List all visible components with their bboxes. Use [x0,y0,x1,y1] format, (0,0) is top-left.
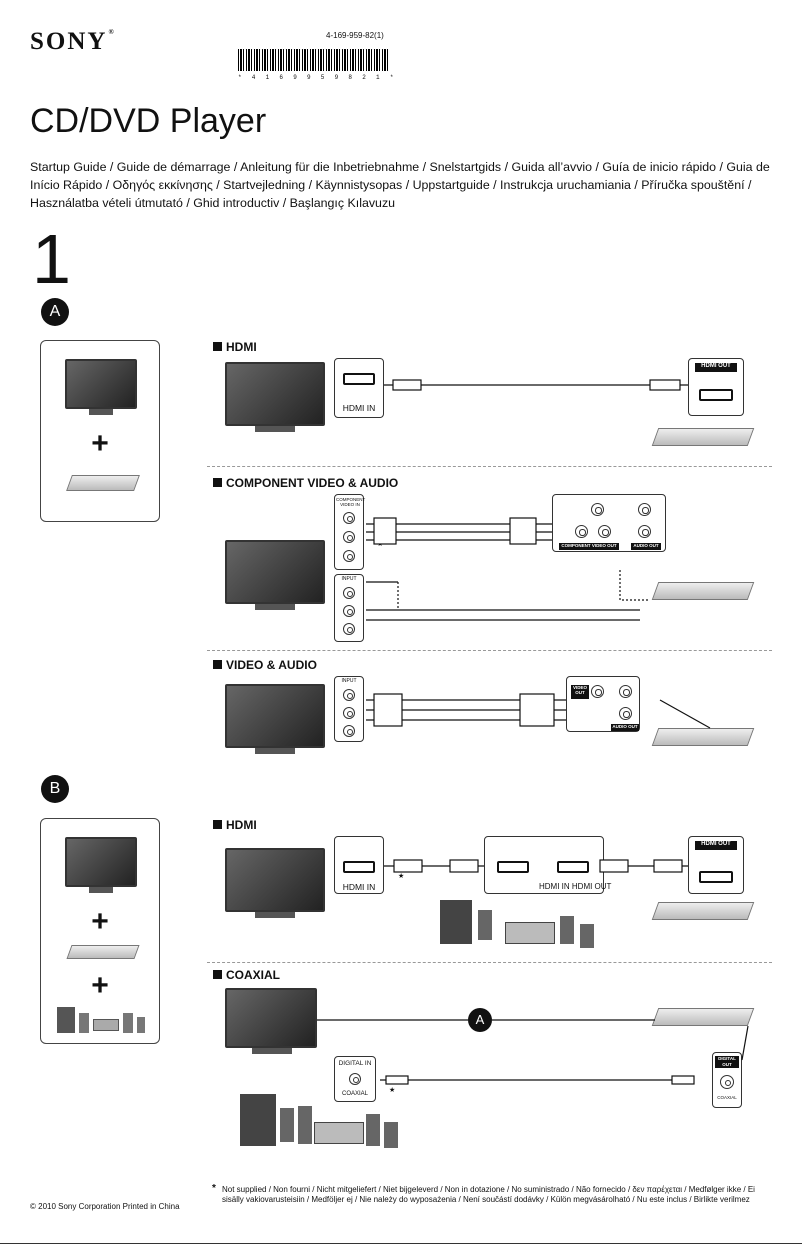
guide-languages: Startup Guide / Guide de démarrage / Anl… [30,160,770,210]
player-video-audio-out: VIDEO OUT AUDIO OUT [566,676,640,732]
jack-icon [343,550,355,562]
barcode [238,49,388,71]
tv-hdmi-in-port: HDMI IN [334,836,384,894]
jack-icon [343,587,355,599]
hdmi-port-icon [343,861,375,873]
amplifier-digital-in: DIGITAL IN COAXIAL [334,1056,376,1102]
amplifier-hdmi-ports: HDMI IN HDMI OUT [484,836,611,894]
player-component-audio-out: COMPONENT VIDEO OUT AUDIO OUT [552,494,666,552]
jack-icon [575,525,588,538]
jack-icon [591,503,604,516]
hdmi-port-icon [699,871,733,883]
page-title: CD/DVD Player [30,102,267,140]
speaker-icon [123,1013,133,1033]
tv-stand-icon [255,604,295,610]
tv-stand-icon [89,887,113,893]
section-title-hdmi-b: HDMI [213,818,257,832]
speaker-icon [280,1108,294,1142]
group-a-devices: + [40,340,160,522]
speaker-icon [366,1114,380,1146]
player-hdmi-out-port: HDMI OUT [688,358,744,416]
tv-hdmi-in-port: HDMI IN [334,358,384,418]
tv-icon [225,540,325,604]
speaker-icon [137,1017,145,1033]
tv-stand-icon [89,409,113,415]
amplifier-icon [314,1122,364,1144]
player-digital-out: DIGITAL OUT COAXIAL [712,1052,742,1108]
hdmi-port-icon [343,373,375,385]
tv-component-video-in: COMPONENT VIDEO IN [334,494,365,570]
player-hdmi-out-port: HDMI OUT [688,836,744,894]
jack-icon [343,531,355,543]
step-number: 1 [32,220,71,298]
section-title-hdmi-a: HDMI [213,340,257,354]
speaker-icon [580,924,594,948]
jack-icon [343,512,355,524]
hdmi-port-icon [699,389,733,401]
subwoofer-icon [240,1094,276,1146]
tv-icon [65,837,137,887]
section-divider [207,466,772,467]
hdmi-port-icon [497,861,529,873]
footnote-not-supplied: Not supplied / Non fourni / Nicht mitgel… [222,1185,755,1204]
jack-icon [638,525,651,538]
group-b-badge: B [41,775,69,803]
speaker-icon [478,910,492,940]
connection-a-badge: A [468,1008,492,1032]
part-number: 4-169-959-82(1) [326,31,384,40]
tv-icon [225,988,317,1048]
group-b-devices: + + [40,818,160,1044]
plus-sign: + [91,969,109,1002]
tv-icon [225,684,325,748]
jack-icon [343,623,355,635]
footnote-mark: * [212,1183,216,1194]
amplifier-icon [505,922,555,944]
jack-icon [619,685,632,698]
plus-sign: + [91,905,109,938]
brand-logo: SONY® [30,28,116,55]
subwoofer-icon [57,1007,75,1033]
tv-stand-icon [255,426,295,432]
amplifier-icon [93,1019,119,1031]
jack-icon [591,685,604,698]
section-title-coaxial: COAXIAL [213,968,280,982]
barcode-text: * 4 1 6 9 9 5 9 8 2 1 * [238,74,397,81]
section-divider [207,650,772,651]
tv-stand-icon [252,1048,292,1054]
speaker-icon [79,1013,89,1033]
section-title-component: COMPONENT VIDEO & AUDIO [213,476,398,490]
jack-icon [720,1075,734,1089]
speaker-icon [298,1106,312,1144]
speaker-icon [560,916,574,944]
tv-stand-icon [255,912,295,918]
section-divider [207,962,772,963]
jack-icon [343,605,355,617]
tv-av-input: INPUT [334,676,364,742]
jack-icon [619,707,632,720]
not-supplied-star: ★ [398,873,405,880]
hdmi-port-icon [557,861,589,873]
tv-av-input: INPUT [334,574,364,642]
tv-icon [225,848,325,912]
not-supplied-star: ★ [389,1087,396,1094]
speaker-icon [384,1122,398,1148]
subwoofer-icon [440,900,472,944]
jack-icon [343,725,355,737]
page-bottom-rule [0,1243,802,1244]
group-a-badge: A [41,298,69,326]
jack-icon [638,503,651,516]
copyright: © 2010 Sony Corporation Printed in China [30,1202,180,1211]
jack-icon [349,1073,361,1085]
plus-sign: + [91,427,109,460]
jack-icon [343,707,355,719]
tv-stand-icon [255,748,295,754]
tv-icon [65,359,137,409]
tv-icon [225,362,325,426]
jack-icon [598,525,611,538]
jack-icon [343,689,355,701]
section-title-video-audio: VIDEO & AUDIO [213,658,317,672]
